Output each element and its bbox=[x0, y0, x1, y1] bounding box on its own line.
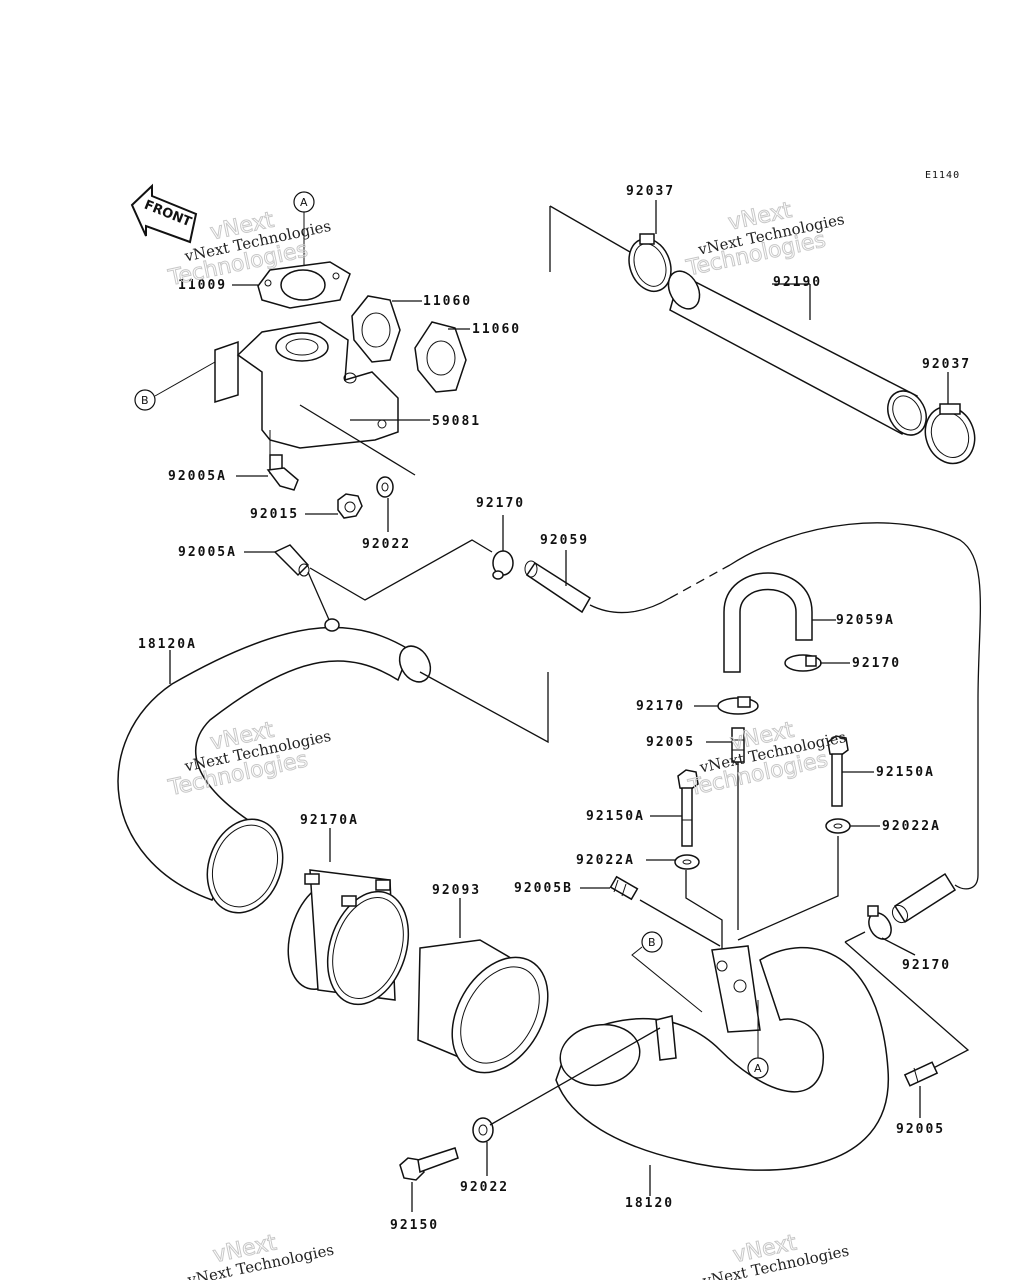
callout-a-lower: A bbox=[747, 1000, 769, 1079]
clamp-92037-b bbox=[924, 403, 976, 465]
label-11060-b: 11060 bbox=[472, 322, 521, 337]
hose-lower-right bbox=[891, 872, 957, 924]
sleeve-92093 bbox=[417, 939, 549, 1074]
watermark-4: vNext Technologies vNext Technologies bbox=[685, 717, 848, 802]
bolt-92150a-left bbox=[677, 769, 699, 847]
label-92150a-right: 92150A bbox=[876, 765, 935, 780]
label-92170-top: 92170 bbox=[476, 496, 525, 511]
label-92015: 92015 bbox=[250, 507, 299, 522]
hose-92059 bbox=[524, 560, 592, 614]
label-92022-lower: 92022 bbox=[460, 1180, 509, 1195]
nut-92015 bbox=[337, 493, 363, 519]
label-92150a-left: 92150A bbox=[586, 809, 645, 824]
label-92170a: 92170A bbox=[300, 813, 359, 828]
fitting-92005-mid bbox=[731, 727, 745, 763]
label-92059a: 92059A bbox=[836, 613, 895, 628]
washer-92022a-right bbox=[825, 818, 851, 834]
fitting-92005a-upper bbox=[266, 454, 299, 491]
watermark-6: vNext vNext Technologies bbox=[700, 1230, 850, 1280]
svg-text:A: A bbox=[300, 196, 308, 209]
watermark-5: vNext vNext Technologies bbox=[185, 1230, 335, 1280]
label-92190: 92190 bbox=[773, 275, 822, 290]
label-92005-lower: 92005 bbox=[896, 1122, 945, 1137]
fitting-92005a-lower bbox=[273, 544, 310, 577]
label-92005a-upper: 92005A bbox=[168, 469, 227, 484]
label-92037-b: 92037 bbox=[922, 357, 971, 372]
callout-b-lower: B bbox=[631, 931, 703, 1013]
manifold-59081 bbox=[214, 321, 399, 455]
gasket-11009 bbox=[257, 261, 351, 309]
washer-92022a-left bbox=[674, 854, 700, 870]
label-92005b: 92005B bbox=[514, 881, 573, 896]
label-92037-a: 92037 bbox=[626, 184, 675, 199]
exhaust-pipe-18120a bbox=[117, 618, 432, 914]
clamp-92037-a bbox=[628, 233, 672, 293]
label-92059: 92059 bbox=[540, 533, 589, 548]
diagram-reference-code: E1140 bbox=[925, 170, 960, 181]
label-92170-lower: 92170 bbox=[902, 958, 951, 973]
label-92150: 92150 bbox=[390, 1218, 439, 1233]
label-92022a-right: 92022A bbox=[882, 819, 941, 834]
label-92170-right: 92170 bbox=[852, 656, 901, 671]
callout-b-left: B bbox=[134, 361, 216, 411]
fitting-92005-lower bbox=[903, 1061, 939, 1087]
pipe-92190 bbox=[667, 270, 927, 436]
label-11060-a: 11060 bbox=[423, 294, 472, 309]
gasket-11060-b bbox=[414, 321, 467, 393]
label-92022-upper: 92022 bbox=[362, 537, 411, 552]
clamp-92170-top bbox=[492, 550, 514, 580]
washer-92022-upper bbox=[376, 476, 394, 498]
svg-text:A: A bbox=[754, 1062, 762, 1075]
label-11009: 11009 bbox=[178, 278, 227, 293]
clamp-92170-lower bbox=[867, 905, 892, 940]
label-59081: 59081 bbox=[432, 414, 481, 429]
coupling-92170a bbox=[287, 869, 410, 1006]
front-arrow-icon: FRONT bbox=[130, 183, 198, 244]
bolt-92150 bbox=[399, 1147, 459, 1181]
label-92093: 92093 bbox=[432, 883, 481, 898]
bolt-92150a-right bbox=[827, 735, 849, 807]
clamp-92170-right bbox=[784, 654, 822, 672]
svg-text:B: B bbox=[141, 394, 149, 407]
watermark-2: vNext Technologies vNext Technologies bbox=[683, 197, 846, 282]
clamp-92170-mid bbox=[717, 696, 759, 715]
label-92170-mid: 92170 bbox=[636, 699, 685, 714]
fitting-92005b bbox=[609, 875, 639, 901]
hose-92059a bbox=[723, 572, 813, 673]
svg-text:B: B bbox=[648, 936, 656, 949]
label-18120a: 18120A bbox=[138, 637, 197, 652]
label-92005a-lower: 92005A bbox=[178, 545, 237, 560]
gasket-11060-a bbox=[351, 295, 401, 363]
label-18120: 18120 bbox=[625, 1196, 674, 1211]
exhaust-pipe-18120 bbox=[555, 945, 889, 1171]
washer-92022-lower bbox=[472, 1117, 494, 1143]
label-92005-mid: 92005 bbox=[646, 735, 695, 750]
label-92022a-left: 92022A bbox=[576, 853, 635, 868]
